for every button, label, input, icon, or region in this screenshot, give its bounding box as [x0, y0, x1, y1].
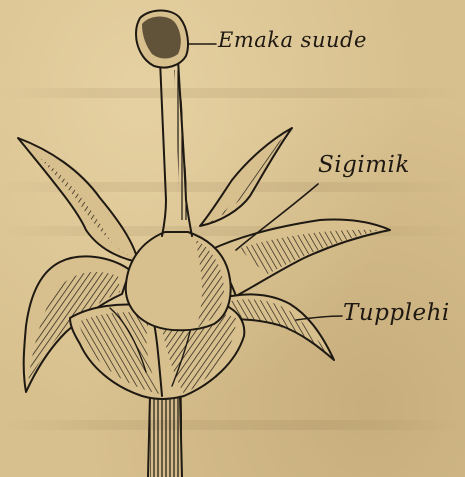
pistil-label: Sigimik — [318, 152, 410, 178]
stem-shading — [150, 395, 182, 477]
sepal-label: Tupplehi — [343, 300, 450, 326]
anther-label: Emaka suude — [218, 28, 367, 52]
